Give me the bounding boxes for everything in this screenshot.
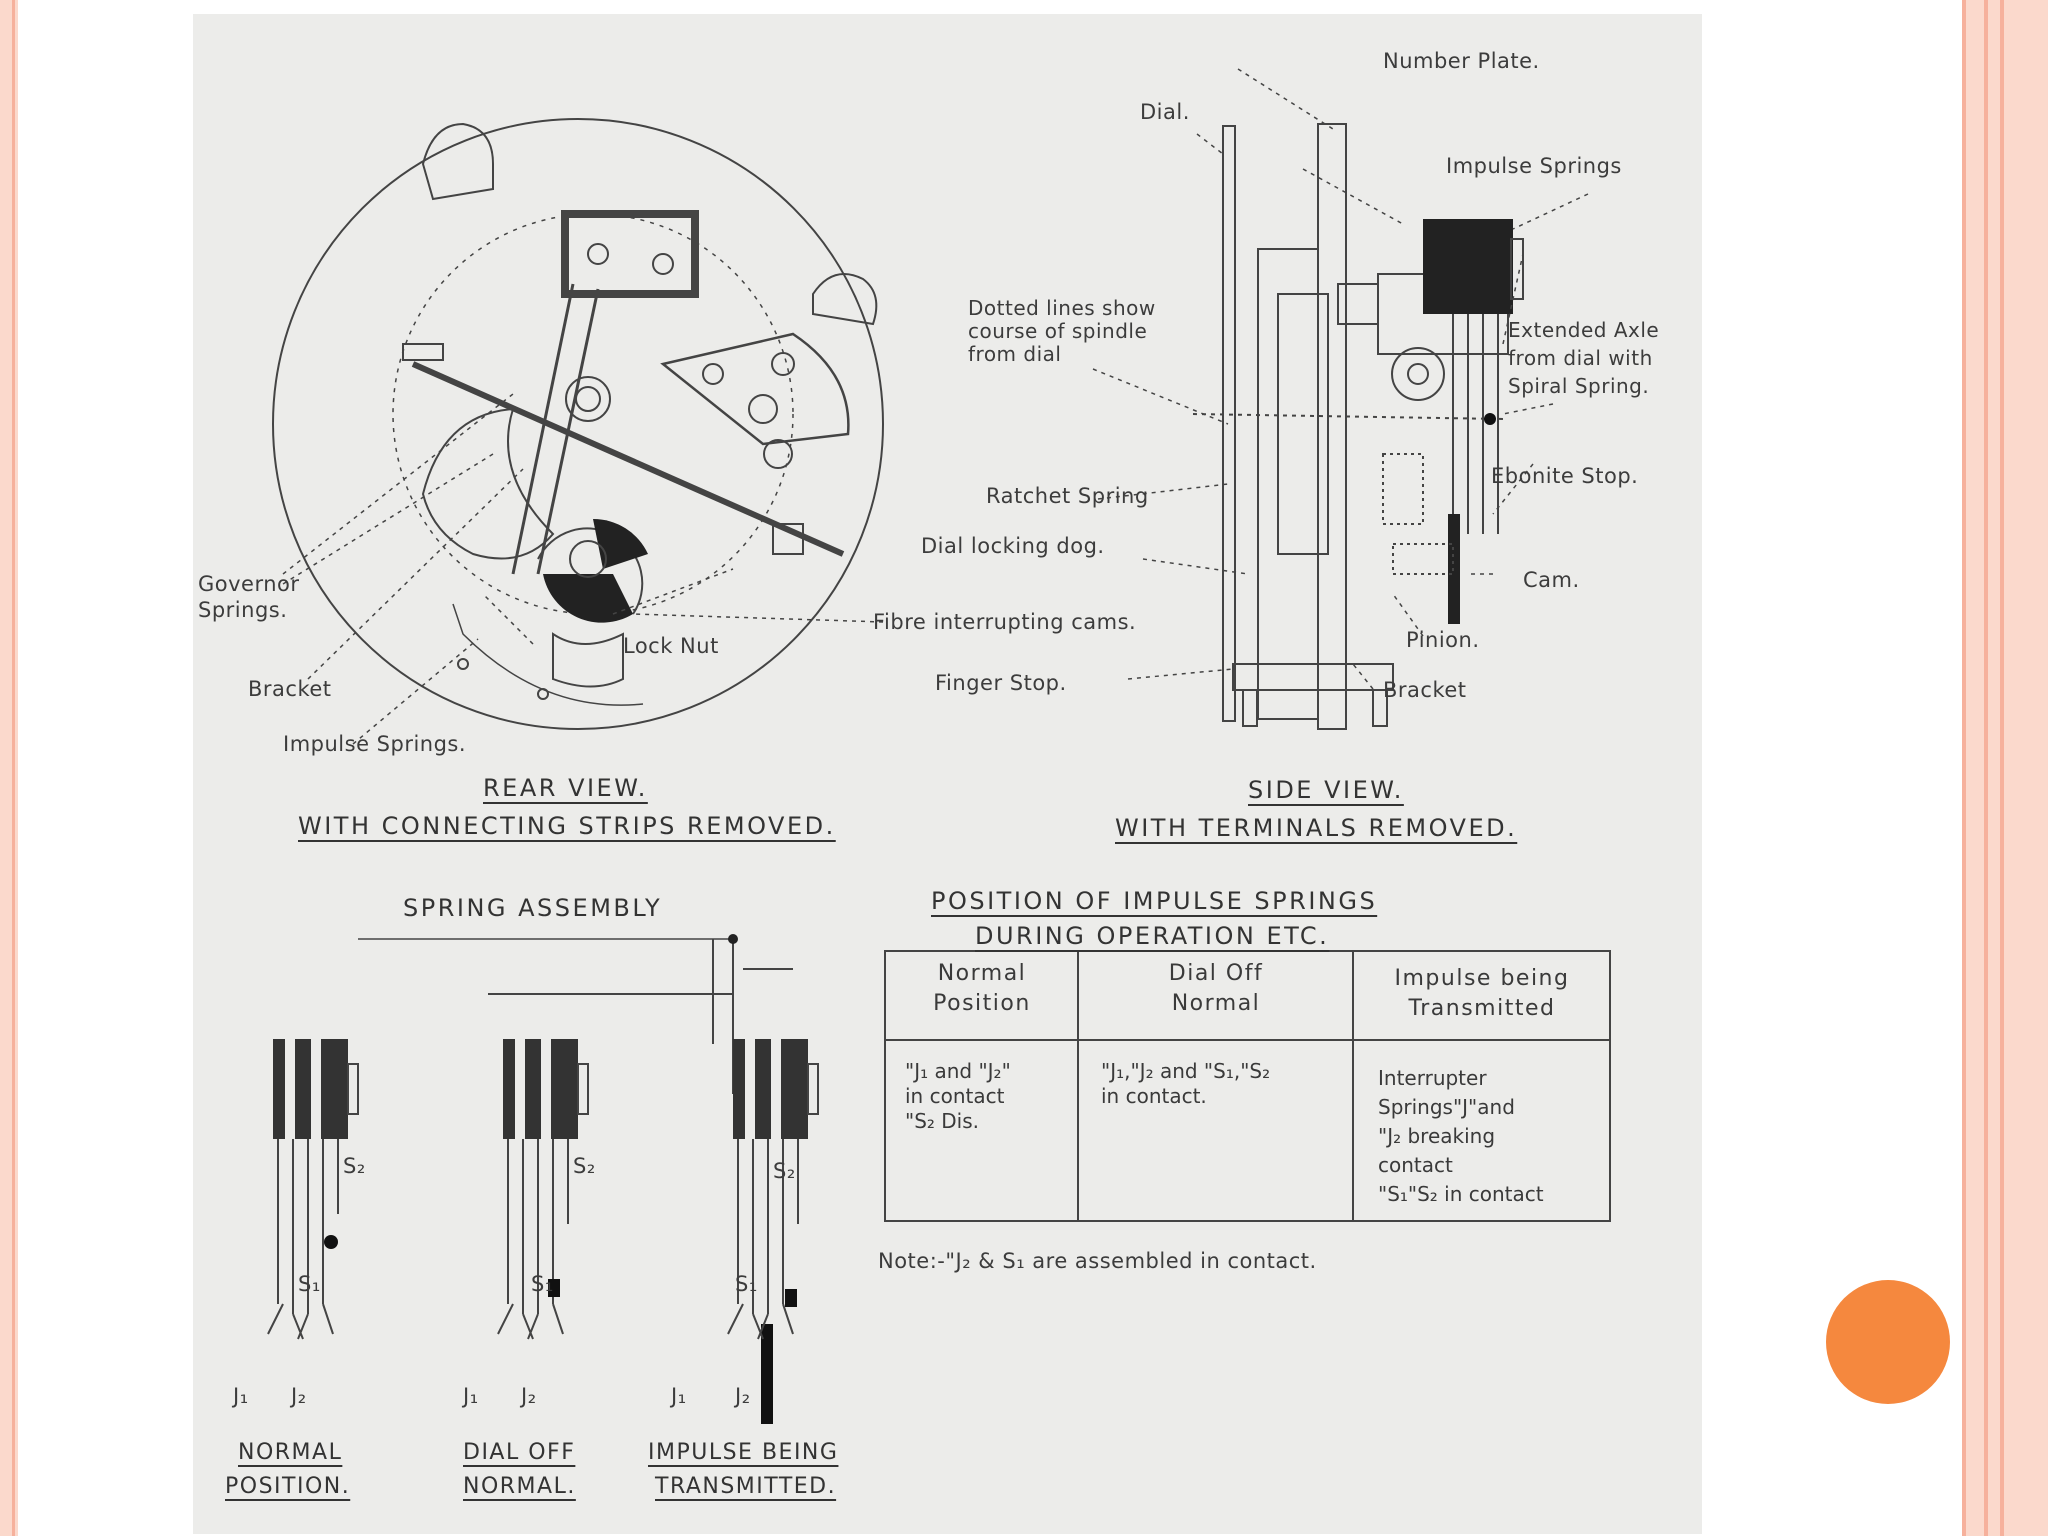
scanned-diagram: Governor Springs. Bracket Impulse Spring… xyxy=(193,14,1702,1534)
label-cam: Cam. xyxy=(1523,568,1580,592)
table-cell-normal: "J₁ and "J₂" in contact "S₂ Dis. xyxy=(905,1059,1011,1133)
label-s1-3: S₁ xyxy=(735,1272,758,1296)
governor-weight-1 xyxy=(421,122,494,201)
label-j1-2: J₁ xyxy=(463,1384,479,1408)
lock-nut-housing xyxy=(552,632,624,688)
label-j2-3: J₂ xyxy=(735,1384,751,1408)
spring-assembly-dial-off xyxy=(497,1039,589,1340)
label-s1-1: S₁ xyxy=(298,1272,321,1296)
label-extended-3: Spiral Spring. xyxy=(1508,374,1650,398)
bracket-bar xyxy=(1232,663,1394,691)
label-s2-2: S₂ xyxy=(573,1154,596,1178)
impulse-spring-pile xyxy=(1423,219,1513,314)
label-finger-stop: Finger Stop. xyxy=(935,671,1067,695)
cam-black-2 xyxy=(593,518,648,569)
label-dotted-3: from dial xyxy=(968,342,1062,366)
caption-dial-off-2: NORMAL. xyxy=(463,1474,576,1499)
side-view-subtitle: WITH TERMINALS REMOVED. xyxy=(1115,814,1518,842)
number-plate xyxy=(1317,123,1347,730)
fibre-cam-plate xyxy=(660,332,850,446)
frame-line-right-1 xyxy=(1962,0,1966,1536)
accent-circle xyxy=(1826,1280,1950,1404)
label-j1-1: J₁ xyxy=(233,1384,249,1408)
label-lock-nut: Lock Nut xyxy=(623,634,719,658)
frame-band-right xyxy=(1962,0,2048,1536)
table-title-2: DURING OPERATION ETC. xyxy=(975,922,1330,950)
label-dial-locking-dog: Dial locking dog. xyxy=(921,534,1105,558)
label-rear-impulse-springs: Impulse Springs. xyxy=(283,732,467,756)
spring-assembly-normal xyxy=(267,1039,359,1340)
label-j2-2: J₂ xyxy=(521,1384,537,1408)
cam-black-1 xyxy=(543,574,633,623)
caption-impulse-2: TRANSMITTED. xyxy=(655,1474,837,1499)
label-governor-springs-1: Governor xyxy=(198,572,300,596)
table-header-dial-off: Dial Off Normal xyxy=(1168,961,1264,1016)
label-dotted-1: Dotted lines show xyxy=(968,296,1156,320)
table-header-impulse: Impulse being Transmitted xyxy=(1394,966,1570,1021)
label-dial: Dial. xyxy=(1140,100,1190,124)
label-s2-3: S₂ xyxy=(773,1159,796,1183)
table-cell-dial-off: "J₁,"J₂ and "S₁,"S₂ in contact. xyxy=(1101,1059,1271,1108)
label-number-plate: Number Plate. xyxy=(1383,49,1540,73)
label-ebonite-stop: Ebonite Stop. xyxy=(1491,464,1639,488)
diagram-drawing xyxy=(267,68,1611,1424)
frame-line-left xyxy=(12,0,15,1536)
label-governor-springs-2: Springs. xyxy=(198,598,288,622)
dial-plate xyxy=(1222,125,1236,722)
rear-dial-body xyxy=(272,118,884,730)
caption-normal-1: NORMAL xyxy=(238,1440,343,1465)
table-title-1: POSITION OF IMPULSE SPRINGS xyxy=(931,887,1378,915)
governor-weight-2 xyxy=(812,273,878,326)
governor-arm xyxy=(421,407,555,560)
frame-band-left xyxy=(0,0,18,1536)
label-ratchet-spring: Ratchet Spring xyxy=(986,484,1149,508)
label-fibre-cams: Fibre interrupting cams. xyxy=(873,610,1137,634)
label-j1-3: J₁ xyxy=(671,1384,687,1408)
caption-normal-2: POSITION. xyxy=(225,1474,351,1499)
label-rear-bracket: Bracket xyxy=(248,677,332,701)
ratchet-gear xyxy=(1277,293,1329,555)
rear-view-subtitle: WITH CONNECTING STRIPS REMOVED. xyxy=(298,812,836,840)
label-side-bracket: Bracket xyxy=(1383,678,1467,702)
label-s2-1: S₂ xyxy=(343,1154,366,1178)
label-extended-1: Extended Axle xyxy=(1508,318,1660,342)
frame-line-right-2 xyxy=(1984,0,1988,1536)
positions-table-border xyxy=(884,950,1611,1222)
label-extended-2: from dial with xyxy=(1508,346,1653,370)
spring-assembly-impulse xyxy=(727,1039,819,1424)
spring-assembly-title: SPRING ASSEMBLY xyxy=(403,894,663,922)
label-j2-1: J₂ xyxy=(291,1384,307,1408)
caption-dial-off-1: DIAL OFF xyxy=(463,1440,576,1465)
side-view-title: SIDE VIEW. xyxy=(1248,776,1404,804)
table-header-normal: Normal Position xyxy=(933,961,1031,1016)
label-pinion: Pinion. xyxy=(1406,628,1480,652)
label-s1-2: S₁ xyxy=(531,1272,554,1296)
label-dotted-2: course of spindle xyxy=(968,319,1148,343)
label-side-impulse-springs: Impulse Springs xyxy=(1446,154,1622,178)
caption-impulse-1: IMPULSE BEING xyxy=(648,1440,839,1465)
table-note: Note:-"J₂ & S₁ are assembled in contact. xyxy=(878,1249,1317,1273)
rear-view-title: REAR VIEW. xyxy=(483,774,648,802)
bracket-plate xyxy=(561,210,699,298)
table-cell-impulse: Interrupter Springs"J"and "J₂ breaking c… xyxy=(1378,1066,1544,1206)
frame-line-right-3 xyxy=(2000,0,2004,1536)
